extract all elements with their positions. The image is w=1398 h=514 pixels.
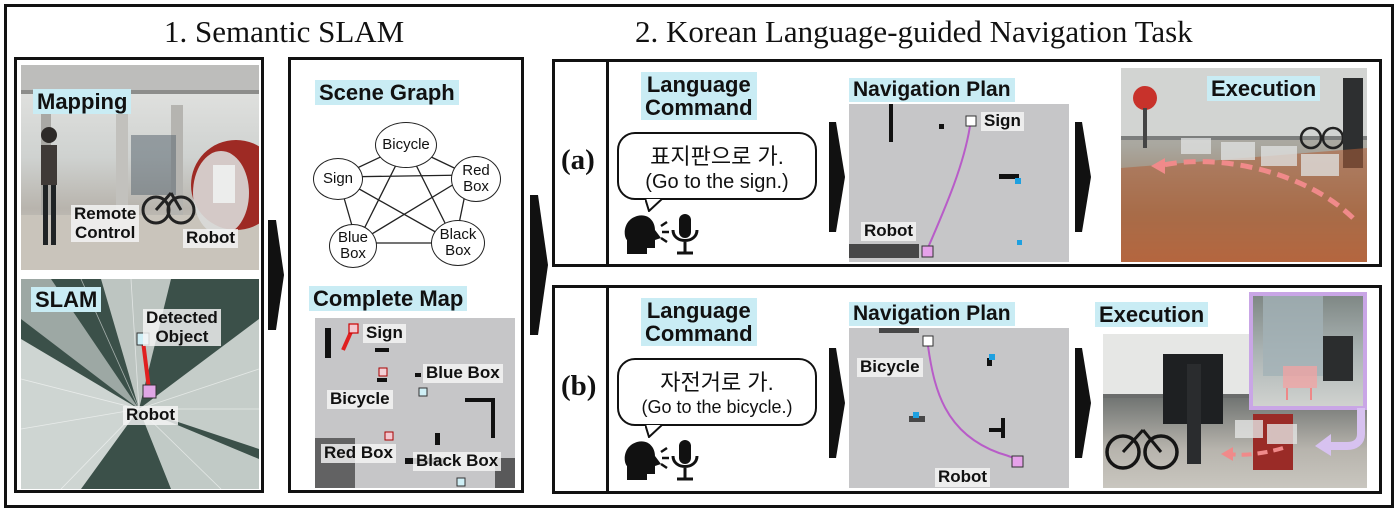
scene-graph-node-black-box: Black Box xyxy=(431,220,485,266)
arrow-graph-to-tasks xyxy=(530,195,548,335)
task-b-arrow-plan-to-execution xyxy=(1075,348,1091,458)
task-a-command-korean: 표지판으로 가. xyxy=(650,144,784,169)
section-title-navigation-task: 2. Korean Language-guided Navigation Tas… xyxy=(635,14,1193,49)
task-b-command-title: Language Command xyxy=(641,298,757,347)
task-a-divider xyxy=(606,62,609,264)
mapping-remote-control-label: Remote Control xyxy=(71,204,140,243)
scene-graph-node-blue-box: Blue Box xyxy=(329,224,377,268)
task-a-speech-bubble: 표지판으로 가. (Go to the sign.) xyxy=(617,132,817,200)
complete-map: Sign Blue Box Bicycle Red Box Black Box xyxy=(315,318,515,488)
task-a-command-english: (Go to the sign.) xyxy=(645,171,789,193)
mapping-title: Mapping xyxy=(33,89,132,115)
task-b-plan-title: Navigation Plan xyxy=(849,302,1015,327)
slam-image: SLAM Detected Object Robot xyxy=(21,279,259,489)
task-a-arrow-plan-to-execution xyxy=(1075,122,1091,232)
slam-robot-label: Robot xyxy=(123,405,179,425)
complete-map-label-sign: Sign xyxy=(363,323,406,343)
scene-graph-node-sign: Sign xyxy=(313,158,363,200)
complete-map-title: Complete Map xyxy=(309,286,468,312)
task-b-bubble-tail xyxy=(645,424,665,438)
task-b-divider xyxy=(606,288,609,491)
task-b-label: (b) xyxy=(561,370,597,402)
task-b-command-english: (Go to the bicycle.) xyxy=(641,397,793,417)
task-a-arrow-command-to-plan xyxy=(829,122,845,232)
task-b-speech-bubble: 자전거로 가. (Go to the bicycle.) xyxy=(617,358,817,426)
task-b-inset-scene xyxy=(1263,296,1353,400)
section-title-semantic-slam: 1. Semantic SLAM xyxy=(164,14,405,49)
task-a-navigation-map: Sign Robot xyxy=(849,104,1069,262)
task-a-speaking-mic-icon xyxy=(624,214,699,255)
task-a-plan-robot-label: Robot xyxy=(861,221,917,241)
task-a-label: (a) xyxy=(561,144,595,176)
task-a-bubble-tail xyxy=(645,198,665,212)
task-a-execution-photo: Execution xyxy=(1121,68,1367,262)
task-b-speaking-mic-icon xyxy=(624,440,699,481)
task-a-command-title: Language Command xyxy=(641,72,757,121)
scene-graph-panel: Scene Graph Bicycle Red Box Black Box Bl… xyxy=(288,57,524,493)
task-b-navigation-map: Bicycle Robot xyxy=(849,328,1069,488)
complete-map-label-bicycle: Bicycle xyxy=(327,389,393,409)
complete-map-label-blue-box: Blue Box xyxy=(423,363,503,383)
task-b-panel: (b) Language Command 자전거로 가. (Go to the … xyxy=(552,285,1382,494)
complete-map-label-red-box: Red Box xyxy=(321,443,396,463)
task-b-execution-title: Execution xyxy=(1095,302,1209,328)
complete-map-label-black-box: Black Box xyxy=(413,451,502,471)
task-b-execution-scene xyxy=(1103,334,1367,470)
task-a-panel: (a) Language Command 표지판으로 가. (Go to the… xyxy=(552,59,1382,267)
slam-detected-object-label: Detected Object xyxy=(143,308,221,347)
task-b-inset-zoom xyxy=(1249,292,1367,410)
scene-graph-node-bicycle: Bicycle xyxy=(375,122,437,168)
scene-graph-title: Scene Graph xyxy=(315,80,459,106)
task-b-plan-robot-label: Robot xyxy=(935,467,991,487)
figure-frame xyxy=(4,4,1394,508)
task-b-inset-pointer-arrow xyxy=(1315,408,1365,456)
mapping-slam-panel: Mapping Remote Control Robot SLAM Detect… xyxy=(14,57,264,493)
mapping-photo: Mapping Remote Control Robot xyxy=(21,65,259,270)
task-a-execution-title: Execution xyxy=(1207,76,1321,102)
task-b-arrow-command-to-plan xyxy=(829,348,845,458)
task-a-plan-goal-label: Sign xyxy=(981,111,1024,131)
task-b-path xyxy=(879,328,1024,468)
slam-title: SLAM xyxy=(31,287,102,313)
mapping-robot-label: Robot xyxy=(183,228,239,248)
arrow-slam-to-graph xyxy=(268,220,284,330)
task-a-path xyxy=(849,104,1022,258)
task-b-command-korean: 자전거로 가. xyxy=(660,370,774,395)
task-a-plan-title: Navigation Plan xyxy=(849,78,1015,103)
task-b-plan-goal-label: Bicycle xyxy=(857,357,923,377)
scene-graph-node-red-box: Red Box xyxy=(451,156,501,202)
